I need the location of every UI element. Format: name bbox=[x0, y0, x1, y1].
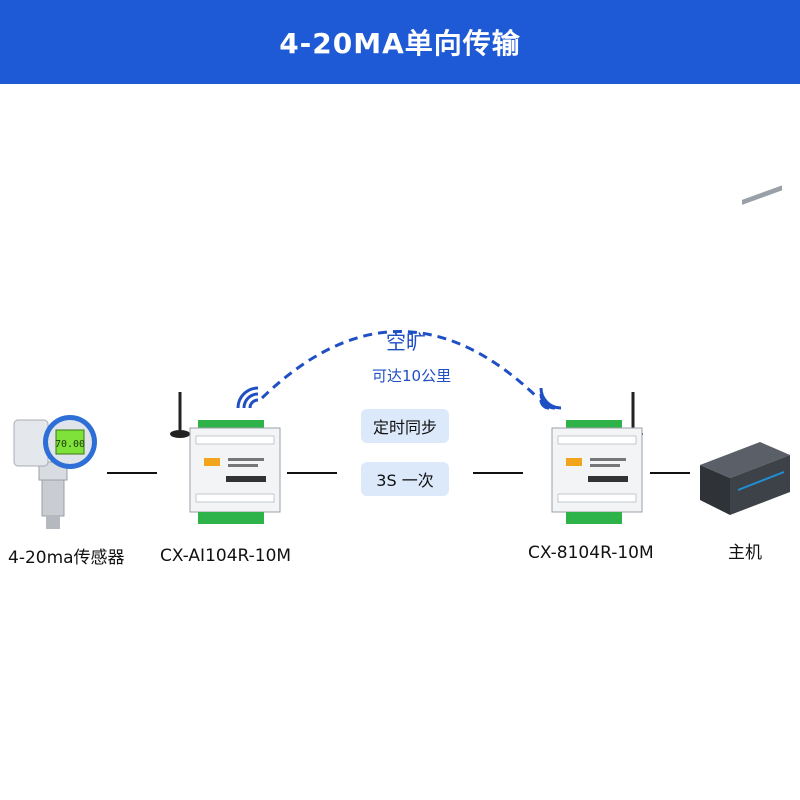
transmitter-label: CX-AI104R-10M bbox=[160, 546, 292, 566]
pressure-sensor-icon: 70.00 bbox=[13, 415, 97, 529]
receiver-device-icon bbox=[551, 420, 643, 524]
receiver-signal-icon bbox=[539, 387, 562, 410]
transmitter-antenna-icon bbox=[170, 392, 190, 438]
receiver-label: CX-8104R-10M bbox=[528, 543, 654, 563]
host-plc-icon bbox=[700, 185, 790, 515]
sensor-label: 4-20ma传感器 bbox=[8, 548, 125, 568]
wireless-link-arc bbox=[260, 330, 540, 400]
sync-interval-text: 3S 一次 bbox=[376, 471, 434, 490]
host-label: 主机 bbox=[728, 543, 762, 563]
link-range-label: 可达10公里 bbox=[372, 367, 452, 385]
header-banner: 4-20MA单向传输 bbox=[0, 0, 800, 84]
link-medium-label: 空旷 bbox=[386, 330, 426, 354]
transmitter-device-icon bbox=[189, 420, 281, 524]
sensor-display-value: 70.00 bbox=[55, 439, 85, 450]
sync-label-pill: 定时同步 bbox=[361, 409, 449, 443]
sync-interval-pill: 3S 一次 bbox=[361, 462, 449, 496]
page-title: 4-20MA单向传输 bbox=[279, 27, 521, 60]
sync-label-text: 定时同步 bbox=[372, 418, 437, 437]
transmitter-signal-icon bbox=[236, 386, 259, 409]
